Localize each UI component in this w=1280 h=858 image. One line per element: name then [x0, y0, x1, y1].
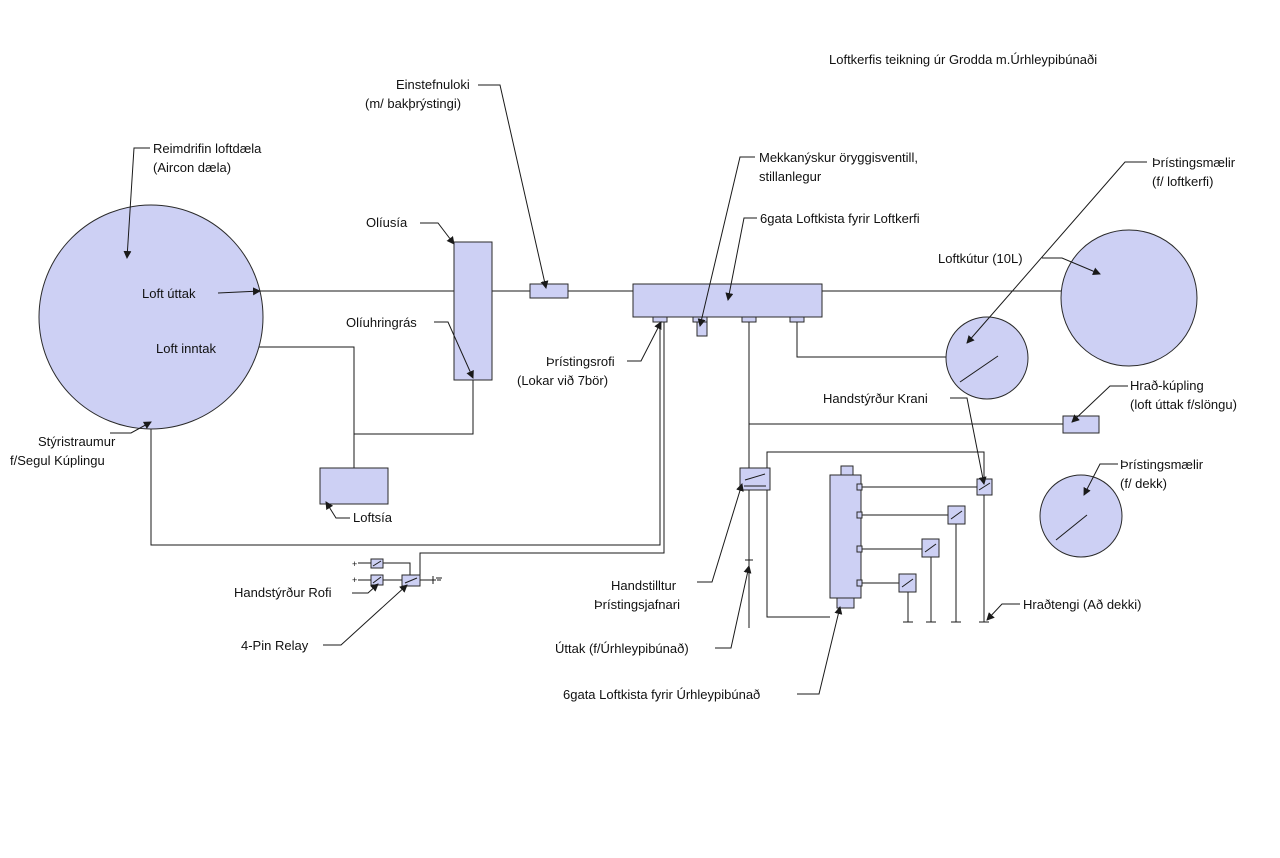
tire-gauge-label-sub: (f/ dekk) — [1120, 476, 1167, 491]
safety-valve-label-sub: stillanlegur — [759, 169, 822, 184]
air-tank-label: Loftkútur (10L) — [938, 251, 1023, 266]
deflation-manifold — [829, 465, 863, 609]
system-gauge-label-sub: (f/ loftkerfi) — [1152, 174, 1213, 189]
system-gauge-label: Þrístingsmælir — [1152, 155, 1236, 170]
pressure-switch-label-sub: (Lokar við 7bör) — [517, 373, 608, 388]
check-valve-label-sub: (m/ bakþrýstingi) — [365, 96, 461, 111]
safety-valve-label: Mekkanýskur öryggisventill, — [759, 150, 918, 165]
manifold-port-2 — [692, 316, 708, 323]
control-current-label: Stýristraumur — [38, 434, 116, 449]
air-tank — [1060, 229, 1198, 367]
oil-separator — [453, 241, 493, 381]
main-manifold — [632, 283, 823, 318]
air-filter-label: Loftsía — [353, 510, 393, 525]
check-valve — [529, 283, 569, 299]
quick-coupler — [1062, 415, 1100, 434]
air-outlet-label: Loft úttak — [142, 286, 196, 301]
check-valve-label: Einstefnuloki — [396, 77, 470, 92]
switch-plus-label-2: + — [352, 575, 357, 585]
deflation-manifold-label: 6gata Loftkista fyrir Úrhleypibúnað — [563, 687, 760, 702]
pressure-switch-label: Þrístingsrofi — [546, 354, 615, 369]
relay-4-pin — [401, 574, 421, 587]
pump-label: Reimdrifin loftdæla — [153, 141, 262, 156]
oil-separator-label: Olíusía — [366, 215, 408, 230]
relay-label: 4-Pin Relay — [241, 638, 309, 653]
manual-switch — [358, 558, 384, 586]
tire-pressure-gauge — [1039, 474, 1123, 558]
system-pressure-gauge — [945, 316, 1029, 400]
manifold-port-4 — [789, 316, 805, 323]
air-filter — [319, 467, 389, 505]
quick-connectors-label: Hraðtengi (Að dekki) — [1023, 597, 1142, 612]
air-inlet-label: Loft inntak — [156, 341, 216, 356]
main-manifold-label: 6gata Loftkista fyrir Loftkerfi — [760, 211, 920, 226]
pressure-regulator — [739, 467, 771, 491]
tire-gauge-label: Þrístingsmælir — [1120, 457, 1204, 472]
pump-label-sub: (Aircon dæla) — [153, 160, 231, 175]
belt-driven-pump — [38, 204, 264, 430]
quick-coupler-label-sub: (loft úttak f/slöngu) — [1130, 397, 1237, 412]
leader-lines — [110, 84, 1147, 695]
manifold-port-1 — [652, 316, 668, 323]
manual-valve-label: Handstýrður Krani — [823, 391, 928, 406]
outlet-valves — [898, 478, 993, 593]
pressure-regulator-label: Handstilltur — [611, 578, 677, 593]
manual-switch-label: Handstýrður Rofi — [234, 585, 332, 600]
manifold-port-3 — [741, 316, 757, 323]
pressure-regulator-label-sub: Þrístingsjafnari — [594, 597, 680, 612]
control-current-label-sub: f/Segul Kúplingu — [10, 453, 105, 468]
oil-return-label: Olíuhringrás — [346, 315, 417, 330]
deflation-outlet-label: Úttak (f/Úrhleypibúnað) — [555, 641, 689, 656]
quick-coupler-label: Hrað-kúpling — [1130, 378, 1204, 393]
safety-valve — [696, 321, 708, 337]
switch-plus-label-1: + — [352, 559, 357, 569]
diagram-title: Loftkerfis teikning úr Grodda m.Úrhleypi… — [829, 52, 1097, 67]
